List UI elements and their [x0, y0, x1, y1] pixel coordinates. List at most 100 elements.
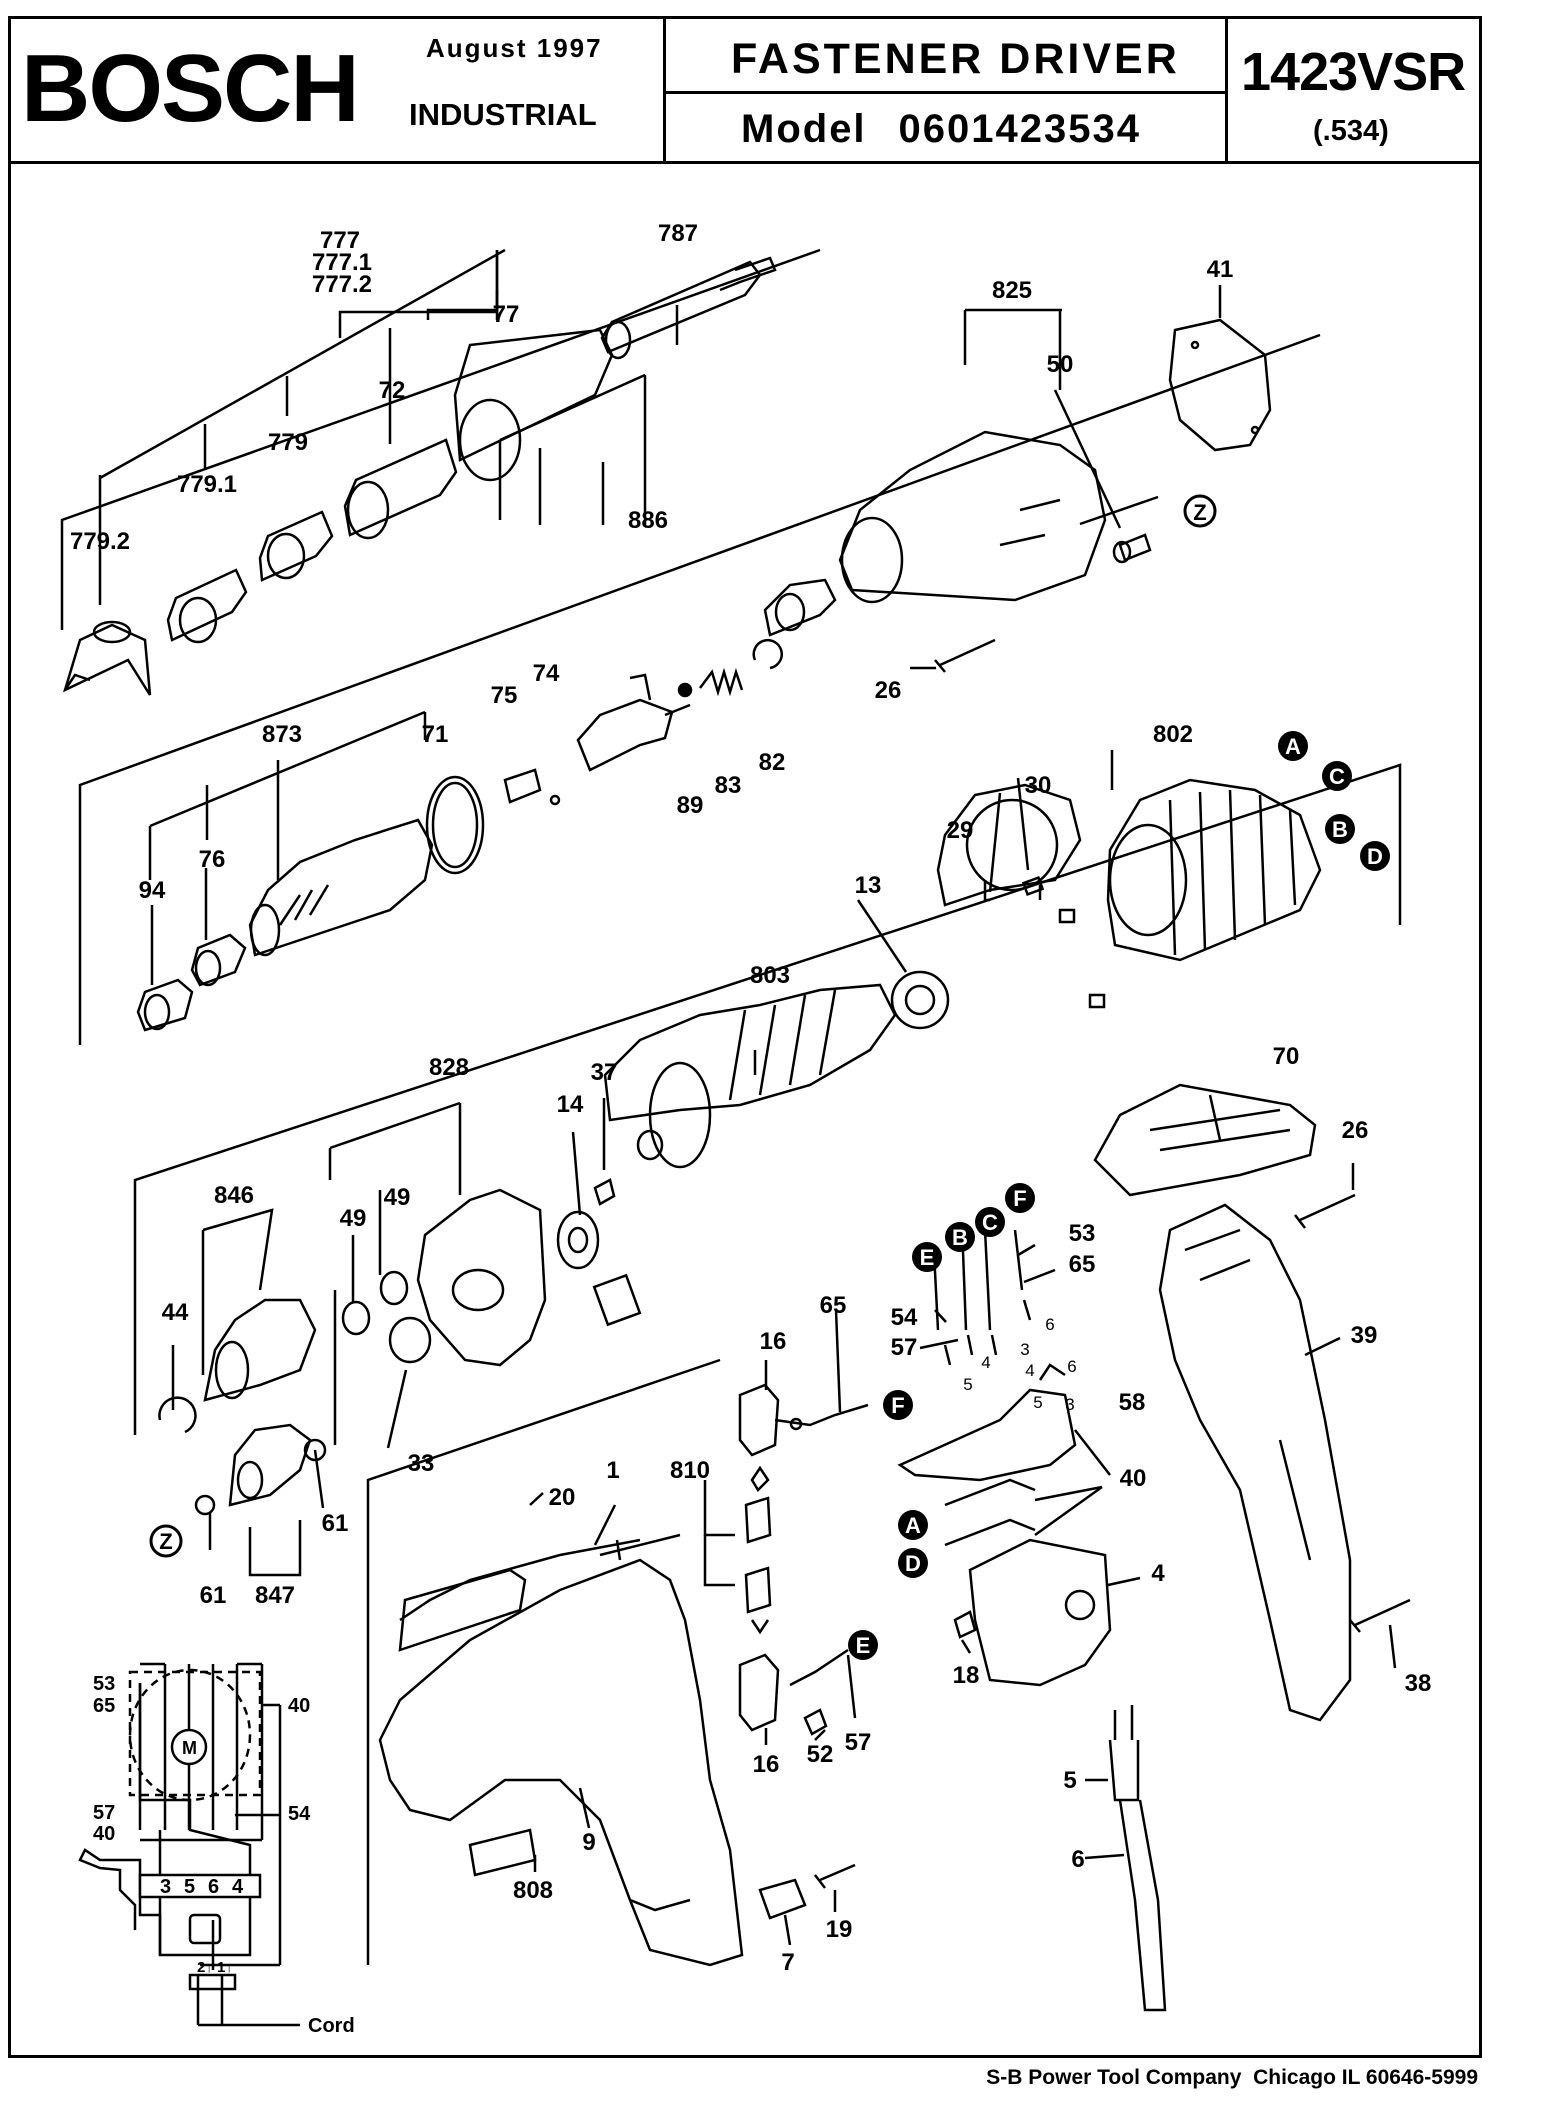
- label-886: 886: [628, 507, 668, 534]
- wire-3: 3: [1020, 1340, 1029, 1359]
- label-808: 808: [513, 1877, 553, 1904]
- badge-b2: B: [952, 1225, 968, 1250]
- label-777-1: 777.1: [312, 249, 372, 276]
- sch-40b: 40: [93, 1823, 115, 1845]
- part-810-brush: [744, 1496, 772, 1544]
- part-58-actuator: [897, 1388, 1077, 1482]
- part-779-1-shape: [166, 568, 248, 642]
- label-44: 44: [162, 1299, 189, 1326]
- leader-group-777: [99, 248, 506, 480]
- leader-810: [703, 1480, 735, 1537]
- label-1: 1: [606, 1457, 619, 1484]
- part-label-box: [592, 1273, 642, 1327]
- badge-a1: A: [1285, 734, 1301, 759]
- label-779-2: 779.2: [70, 528, 130, 555]
- sch-57: 57: [93, 1802, 115, 1824]
- label-39: 39: [1351, 1322, 1378, 1349]
- label-71: 71: [422, 721, 449, 748]
- part-44-ring: [158, 1396, 197, 1434]
- leader-873: [149, 710, 426, 828]
- part-76-bearing: [190, 933, 247, 987]
- part-89-ball: [677, 682, 693, 698]
- label-787: 787: [658, 220, 698, 247]
- label-41: 41: [1207, 256, 1234, 283]
- part-802-field: [1106, 778, 1322, 962]
- label-26b: 26: [1342, 1117, 1369, 1144]
- badge-z2: Z: [159, 1529, 172, 1554]
- part-83-spring: [699, 667, 744, 697]
- part-14-bearing: [556, 1210, 600, 1270]
- part-71-oring: [425, 775, 485, 875]
- label-777-2: 777.2: [312, 271, 372, 298]
- label-13: 13: [855, 872, 882, 899]
- label-49b: 49: [384, 1184, 411, 1211]
- label-18: 18: [953, 1662, 980, 1689]
- part-18-screw: [953, 1610, 977, 1639]
- part-61b-washer: [194, 1494, 216, 1516]
- label-29: 29: [947, 817, 974, 844]
- part-13-bearing: [890, 970, 950, 1030]
- product-title: FASTENER DRIVER: [731, 35, 1180, 83]
- part-1-housing: [378, 1558, 744, 1967]
- badge-c2: C: [982, 1210, 998, 1235]
- part-74-carrier: [576, 698, 674, 772]
- label-52: 52: [807, 1741, 834, 1768]
- part-30-pins: [1021, 876, 1045, 896]
- wire-6: 6: [1045, 1315, 1054, 1334]
- part-38-screw: [1349, 1598, 1411, 1633]
- label-z2: Z: [159, 1529, 172, 1554]
- label-50: 50: [1047, 351, 1074, 378]
- part-7-clamp: [758, 1878, 807, 1920]
- badge-a2: A: [905, 1513, 921, 1538]
- part-50-shape: [1118, 533, 1152, 562]
- part-6-cord: [1118, 1799, 1167, 2012]
- term-4: 4: [232, 1876, 244, 1898]
- label-810: 810: [670, 1457, 710, 1484]
- wiring-schematic: [78, 1662, 300, 2027]
- leader-847: [248, 1520, 302, 1577]
- part-40-wire: [944, 1478, 1036, 1547]
- model-label: Model: [741, 107, 867, 151]
- part-72-shape: [343, 438, 458, 537]
- label-777: 777: [320, 227, 360, 254]
- badge-b1: B: [1332, 817, 1348, 842]
- switch-3: 3: [1065, 1395, 1074, 1414]
- label-89: 89: [677, 792, 704, 819]
- label-77: 77: [493, 301, 520, 328]
- label-802: 802: [1153, 721, 1193, 748]
- part-803-armature: [603, 983, 897, 1122]
- tool-suffix: (.534): [1313, 115, 1389, 147]
- part-77-shape: [453, 328, 614, 462]
- badge-c1: C: [1329, 764, 1345, 789]
- label-65b: 65: [820, 1292, 847, 1319]
- part-29-baffle: [936, 783, 1082, 907]
- part-825-housing: [838, 430, 1107, 602]
- part-65a-wire: [1013, 1229, 1032, 1321]
- label-873: 873: [262, 721, 302, 748]
- part-61a-washer: [303, 1438, 327, 1462]
- part-5-cord: [1108, 1705, 1140, 1802]
- part-26b-screw: [1294, 1193, 1356, 1229]
- term-bottom: 2↑ 1↑: [197, 1959, 233, 1976]
- label-76: 76: [199, 846, 226, 873]
- part-65b-lead: [774, 1403, 869, 1427]
- division-label: INDUSTRIAL: [409, 97, 597, 132]
- part-808-label: [468, 1828, 537, 1877]
- label-30: 30: [1025, 772, 1052, 799]
- part-20-nameplate: [398, 1568, 527, 1652]
- panel-row4: [366, 1358, 721, 1965]
- label-37: 37: [591, 1059, 618, 1086]
- label-65a: 65: [1069, 1251, 1096, 1278]
- badge-d2: D: [905, 1551, 921, 1576]
- label-779: 779: [268, 429, 308, 456]
- part-787-shape: [600, 260, 762, 354]
- part-labels: 777 777.1 777.2 787 825 41 77 50 72 779 …: [70, 220, 1431, 1976]
- term-3: 3: [160, 1876, 171, 1898]
- title-block: BOSCH August 1997 INDUSTRIAL FASTENER DR…: [8, 16, 1482, 164]
- label-33: 33: [408, 1450, 435, 1477]
- label-58: 58: [1119, 1389, 1146, 1416]
- label-16b: 16: [753, 1751, 780, 1778]
- sch-53: 53: [93, 1673, 115, 1695]
- label-57b: 57: [845, 1729, 872, 1756]
- part-779-shape: [258, 510, 334, 582]
